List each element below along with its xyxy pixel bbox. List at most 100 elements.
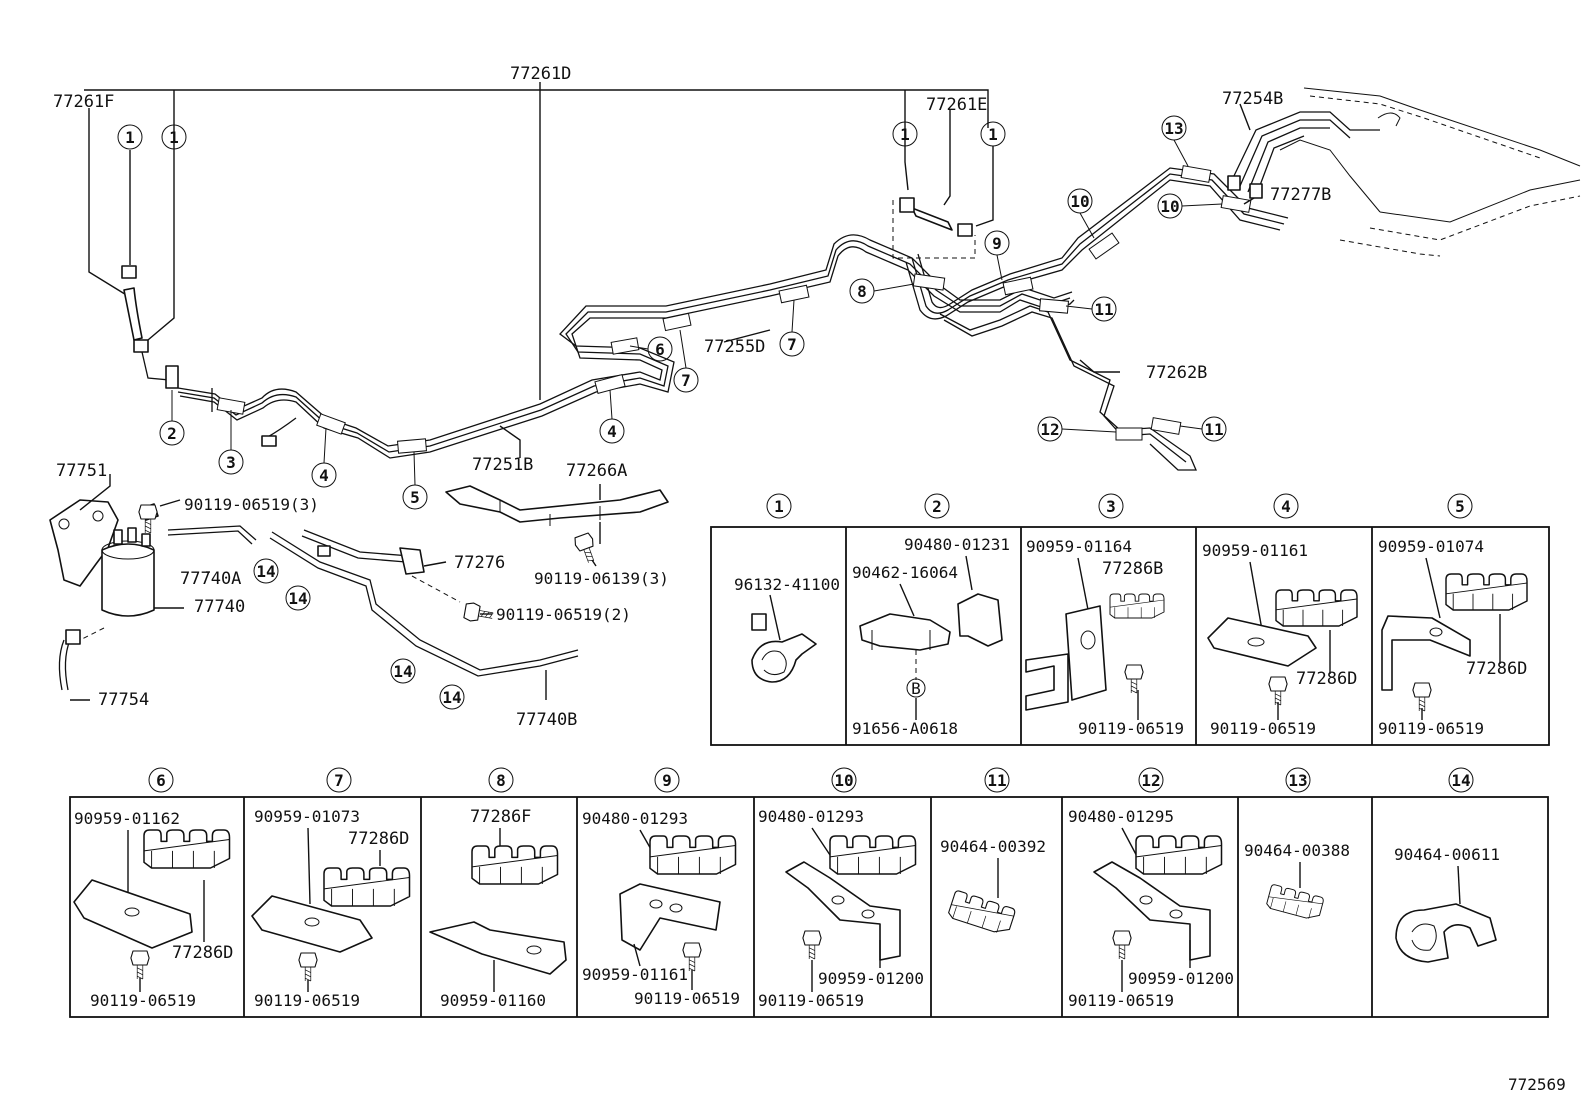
clamp-7a bbox=[662, 312, 692, 332]
svg-text:12: 12 bbox=[1141, 771, 1160, 790]
callout-10-a: 10 bbox=[1067, 188, 1093, 214]
svg-text:6: 6 bbox=[655, 340, 665, 359]
callout-9: 9 bbox=[984, 230, 1010, 256]
detail-box-2: 2 90480-01231 90462-16064 B 91656-A0618 bbox=[852, 493, 1010, 738]
svg-text:4: 4 bbox=[607, 422, 617, 441]
svg-text:10: 10 bbox=[834, 771, 853, 790]
callout-7-b: 7 bbox=[779, 331, 805, 357]
clamp-6 bbox=[610, 337, 640, 355]
callout-3: 3 bbox=[218, 449, 244, 475]
svg-text:2: 2 bbox=[932, 497, 942, 516]
svg-text:7: 7 bbox=[334, 771, 344, 790]
connector-left bbox=[211, 388, 297, 439]
label-77262B: 77262B bbox=[1146, 363, 1207, 383]
detail-box-4: 4 90959-01161 77286D 90119-06519 bbox=[1202, 493, 1358, 738]
label-77251B: 77251B bbox=[472, 455, 533, 475]
label-90119-06519-2: 90119-06519(2) bbox=[496, 605, 631, 624]
clip-77276 bbox=[317, 545, 331, 557]
dash-ref-1 bbox=[892, 200, 976, 259]
svg-text:13: 13 bbox=[1164, 119, 1183, 138]
callout-2: 2 bbox=[159, 420, 185, 446]
detail-box-5: 5 90959-01074 77286D 90119-06519 bbox=[1378, 493, 1528, 738]
svg-text:8: 8 bbox=[857, 282, 867, 301]
svg-text:90959-01164: 90959-01164 bbox=[1026, 537, 1132, 556]
fuel-tank bbox=[1227, 87, 1581, 257]
dash-77276 bbox=[411, 575, 461, 603]
svg-text:90119-06519: 90119-06519 bbox=[1378, 719, 1484, 738]
callout-14-d: 14 bbox=[439, 684, 465, 710]
label-77266A: 77266A bbox=[566, 461, 627, 481]
svg-text:3: 3 bbox=[226, 453, 236, 472]
clamp-10b bbox=[1220, 195, 1252, 213]
leader-77751 bbox=[79, 474, 111, 511]
clip-right-b bbox=[957, 223, 973, 237]
detail-box-13: 13 90464-00388 bbox=[1244, 767, 1350, 922]
callout-14-c: 14 bbox=[390, 658, 416, 684]
clip-left-top bbox=[121, 265, 137, 279]
detail-box-11: 11 90464-00392 bbox=[940, 767, 1046, 937]
svg-text:14: 14 bbox=[442, 688, 461, 707]
leader-1a bbox=[141, 90, 175, 346]
leader-77255D bbox=[723, 329, 771, 343]
svg-text:9: 9 bbox=[992, 234, 1002, 253]
label-77276: 77276 bbox=[454, 553, 505, 573]
label-90119-06519-3: 90119-06519(3) bbox=[184, 495, 319, 514]
callout-8: 8 bbox=[849, 278, 875, 304]
svg-text:8: 8 bbox=[496, 771, 506, 790]
svg-text:6: 6 bbox=[156, 771, 166, 790]
svg-text:4: 4 bbox=[1281, 497, 1291, 516]
rail-77266A bbox=[445, 485, 669, 523]
clamp-5 bbox=[396, 438, 428, 454]
callout-14-a: 14 bbox=[253, 558, 279, 584]
svg-text:11: 11 bbox=[1204, 420, 1223, 439]
svg-text:90959-01073: 90959-01073 bbox=[254, 807, 360, 826]
svg-text:1: 1 bbox=[988, 125, 998, 144]
label-77751: 77751 bbox=[56, 461, 107, 481]
label-77261E: 77261E bbox=[926, 95, 987, 115]
connector-left-plug bbox=[261, 435, 277, 447]
label-77261F: 77261F bbox=[53, 92, 114, 112]
svg-text:90959-01162: 90959-01162 bbox=[74, 809, 180, 828]
svg-text:7: 7 bbox=[681, 371, 691, 390]
clamp-12 bbox=[1115, 427, 1143, 441]
clamp-11b bbox=[1150, 417, 1182, 435]
clamp-3 bbox=[216, 397, 246, 415]
label-77754: 77754 bbox=[98, 690, 149, 710]
detail-box-1: 1 96132-41100 bbox=[734, 493, 840, 683]
svg-text:2: 2 bbox=[167, 424, 177, 443]
svg-text:90480-01293: 90480-01293 bbox=[758, 807, 864, 826]
detail-box-14: 14 90464-00611 bbox=[1394, 767, 1500, 963]
svg-text:3: 3 bbox=[1106, 497, 1116, 516]
svg-text:11: 11 bbox=[987, 771, 1006, 790]
clamp-10a bbox=[1088, 232, 1120, 260]
hose-77740B bbox=[269, 531, 579, 677]
svg-text:B: B bbox=[911, 679, 921, 698]
svg-text:14: 14 bbox=[256, 562, 275, 581]
svg-text:1: 1 bbox=[774, 497, 784, 516]
svg-text:14: 14 bbox=[1451, 771, 1470, 790]
svg-text:90480-01293: 90480-01293 bbox=[582, 809, 688, 828]
svg-text:90119-06519: 90119-06519 bbox=[634, 989, 740, 1008]
leader-77254B bbox=[1239, 103, 1251, 131]
callout-4-b: 4 bbox=[599, 418, 625, 444]
svg-text:90119-06519: 90119-06519 bbox=[1078, 719, 1184, 738]
clamp-7b bbox=[778, 284, 810, 304]
svg-text:90119-06519: 90119-06519 bbox=[254, 991, 360, 1010]
callout-1-c: 1 bbox=[892, 121, 918, 147]
svg-text:90480-01295: 90480-01295 bbox=[1068, 807, 1174, 826]
detail-row-1 bbox=[710, 526, 1550, 746]
label-77740A: 77740A bbox=[180, 569, 241, 589]
bolt-90119-06139-3 bbox=[572, 531, 601, 566]
svg-text:12: 12 bbox=[1040, 420, 1059, 439]
detail-box-6: 6 90959-01162 77286D 90119-06519 bbox=[73, 767, 233, 1010]
leader-77261F bbox=[88, 108, 129, 297]
detail-box-12: 12 90480-01295 90959-01200 90119-06519 bbox=[1068, 767, 1234, 1010]
svg-text:90119-06519: 90119-06519 bbox=[1068, 991, 1174, 1010]
leader-77277B bbox=[1243, 197, 1255, 205]
svg-text:4: 4 bbox=[319, 466, 329, 485]
leader-77251B bbox=[499, 425, 521, 458]
label-77740B: 77740B bbox=[516, 710, 577, 730]
callout-10-b: 10 bbox=[1157, 193, 1183, 219]
